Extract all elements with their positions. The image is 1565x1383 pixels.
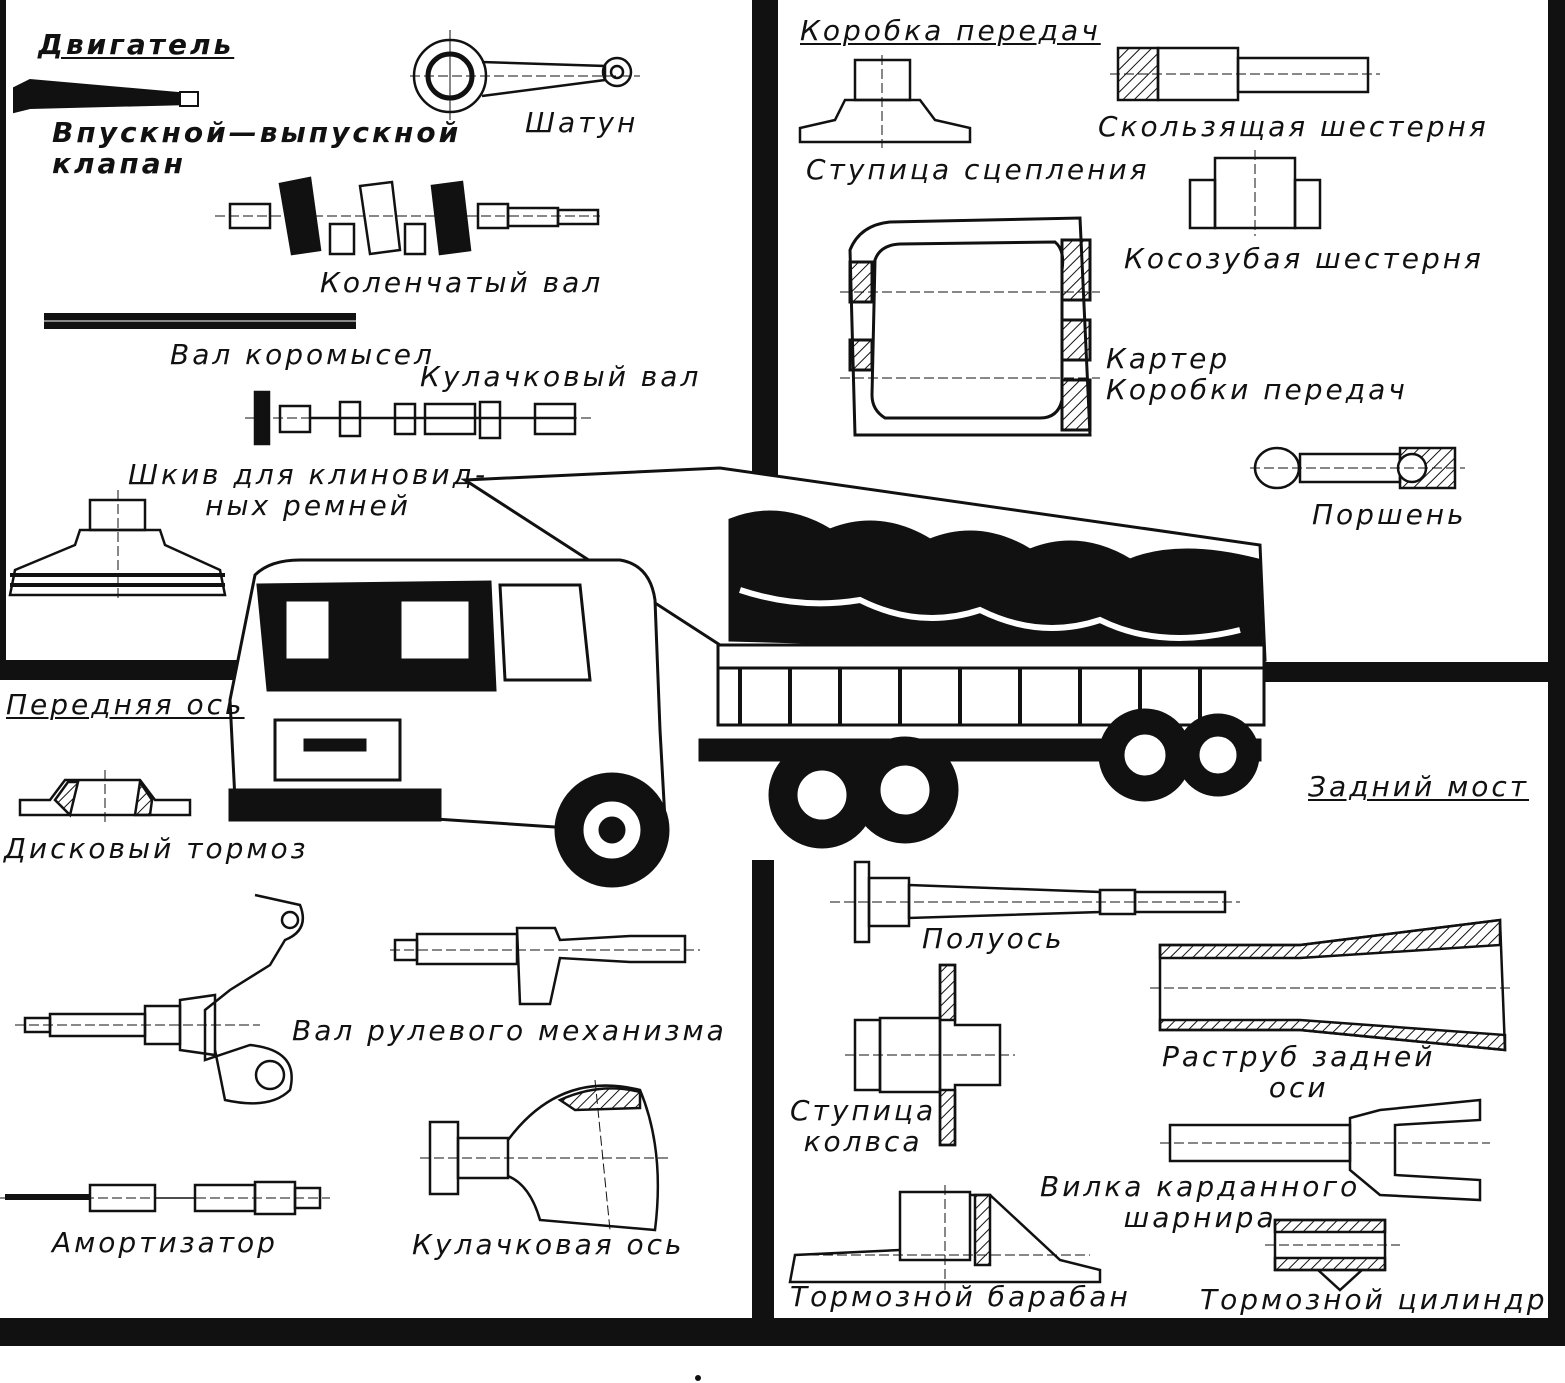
label-valve-line1: Впускной—выпускной [52, 116, 462, 149]
crankshaft-drawing [215, 176, 600, 256]
label-helical-gear: Косозубая шестерня [1124, 242, 1484, 275]
label-sliding-gear: Скользящая шестерня [1098, 110, 1489, 143]
label-camshaft: Кулачковый вал [420, 360, 702, 393]
rear-axle-heading: Задний мост [1308, 770, 1530, 803]
label-wheel-hub-line1: Ступица [790, 1094, 937, 1127]
half-shaft-drawing [830, 860, 1240, 944]
label-pulley-line1: Шкив для клиновид- [128, 458, 489, 491]
label-brake-cylinder: Тормозной цилиндр [1200, 1283, 1548, 1316]
wheel-hub-drawing [845, 963, 1015, 1147]
truck-drawing [228, 466, 1267, 888]
label-clutch-hub: Ступица сцепления [806, 153, 1150, 186]
label-cardan-yoke-line2: шарнира [1123, 1200, 1277, 1234]
helical-gear-drawing [1188, 150, 1322, 236]
label-wheel-hub: Ступица колвса [790, 1094, 937, 1158]
rocker-shaft-drawing [30, 313, 365, 329]
brake-cylinder-drawing [1265, 1218, 1400, 1292]
label-gearbox-case-line1: Картер [1106, 342, 1231, 375]
label-axle-housing-line2: оси [1268, 1070, 1329, 1104]
clutch-hub-drawing [798, 55, 972, 148]
gearbox-case-drawing [840, 216, 1100, 437]
label-knuckle-axle: Кулачковая ось [412, 1228, 685, 1261]
piston-drawing [1250, 446, 1465, 490]
label-piston: Поршень [1312, 498, 1467, 531]
camshaft-drawing [245, 390, 595, 446]
label-half-shaft: Полуось [922, 922, 1065, 955]
shock-absorber-drawing [0, 1180, 330, 1216]
label-cardan-yoke-line1: Вилка карданного [1040, 1170, 1361, 1203]
cardan-yoke-drawing [1160, 1098, 1490, 1202]
front-axle-heading: Передняя ось [6, 688, 245, 721]
sliding-gear-drawing [1110, 46, 1380, 102]
brake-drum-drawing [788, 1185, 1102, 1290]
label-steering-shaft: Вал рулевого механизма [292, 1014, 727, 1047]
label-pulley: Шкив для клиновид- ных ремней [128, 458, 489, 522]
pulley-drawing [8, 490, 227, 600]
axle-housing-drawing [1150, 918, 1510, 1052]
disc-brake-drawing [18, 770, 192, 825]
label-cardan-yoke: Вилка карданного шарнира [1040, 1170, 1361, 1234]
label-crankshaft: Коленчатый вал [320, 266, 604, 299]
steering-knuckle-drawing [15, 893, 305, 1105]
con-rod-drawing [410, 30, 640, 120]
steering-shaft-drawing [390, 926, 700, 1006]
label-rocker-shaft: Вал коромысел [170, 338, 435, 371]
label-pulley-line2: ных ремней [205, 488, 411, 522]
label-gearbox-case-line2: Коробки передач [1106, 372, 1408, 406]
knuckle-axle-drawing [420, 1079, 670, 1232]
label-wheel-hub-line2: колвса [803, 1124, 923, 1158]
label-valve: Впускной—выпускной клапан [52, 116, 462, 180]
label-con-rod: Шатун [525, 106, 639, 139]
engine-heading: Двигатель [38, 28, 235, 61]
label-gearbox-case: Картер Коробки передач [1106, 342, 1408, 406]
label-disc-brake: Дисковый тормоз [4, 832, 309, 865]
label-axle-housing: Раструб задней оси [1162, 1040, 1436, 1104]
label-valve-line2: клапан [52, 146, 186, 180]
label-brake-drum: Тормозной барабан [790, 1280, 1131, 1313]
label-axle-housing-line1: Раструб задней [1162, 1040, 1436, 1073]
gearbox-heading: Коробка передач [800, 14, 1101, 47]
label-shock-absorber: Амортизатор [52, 1226, 278, 1259]
valve-drawing [13, 78, 199, 114]
